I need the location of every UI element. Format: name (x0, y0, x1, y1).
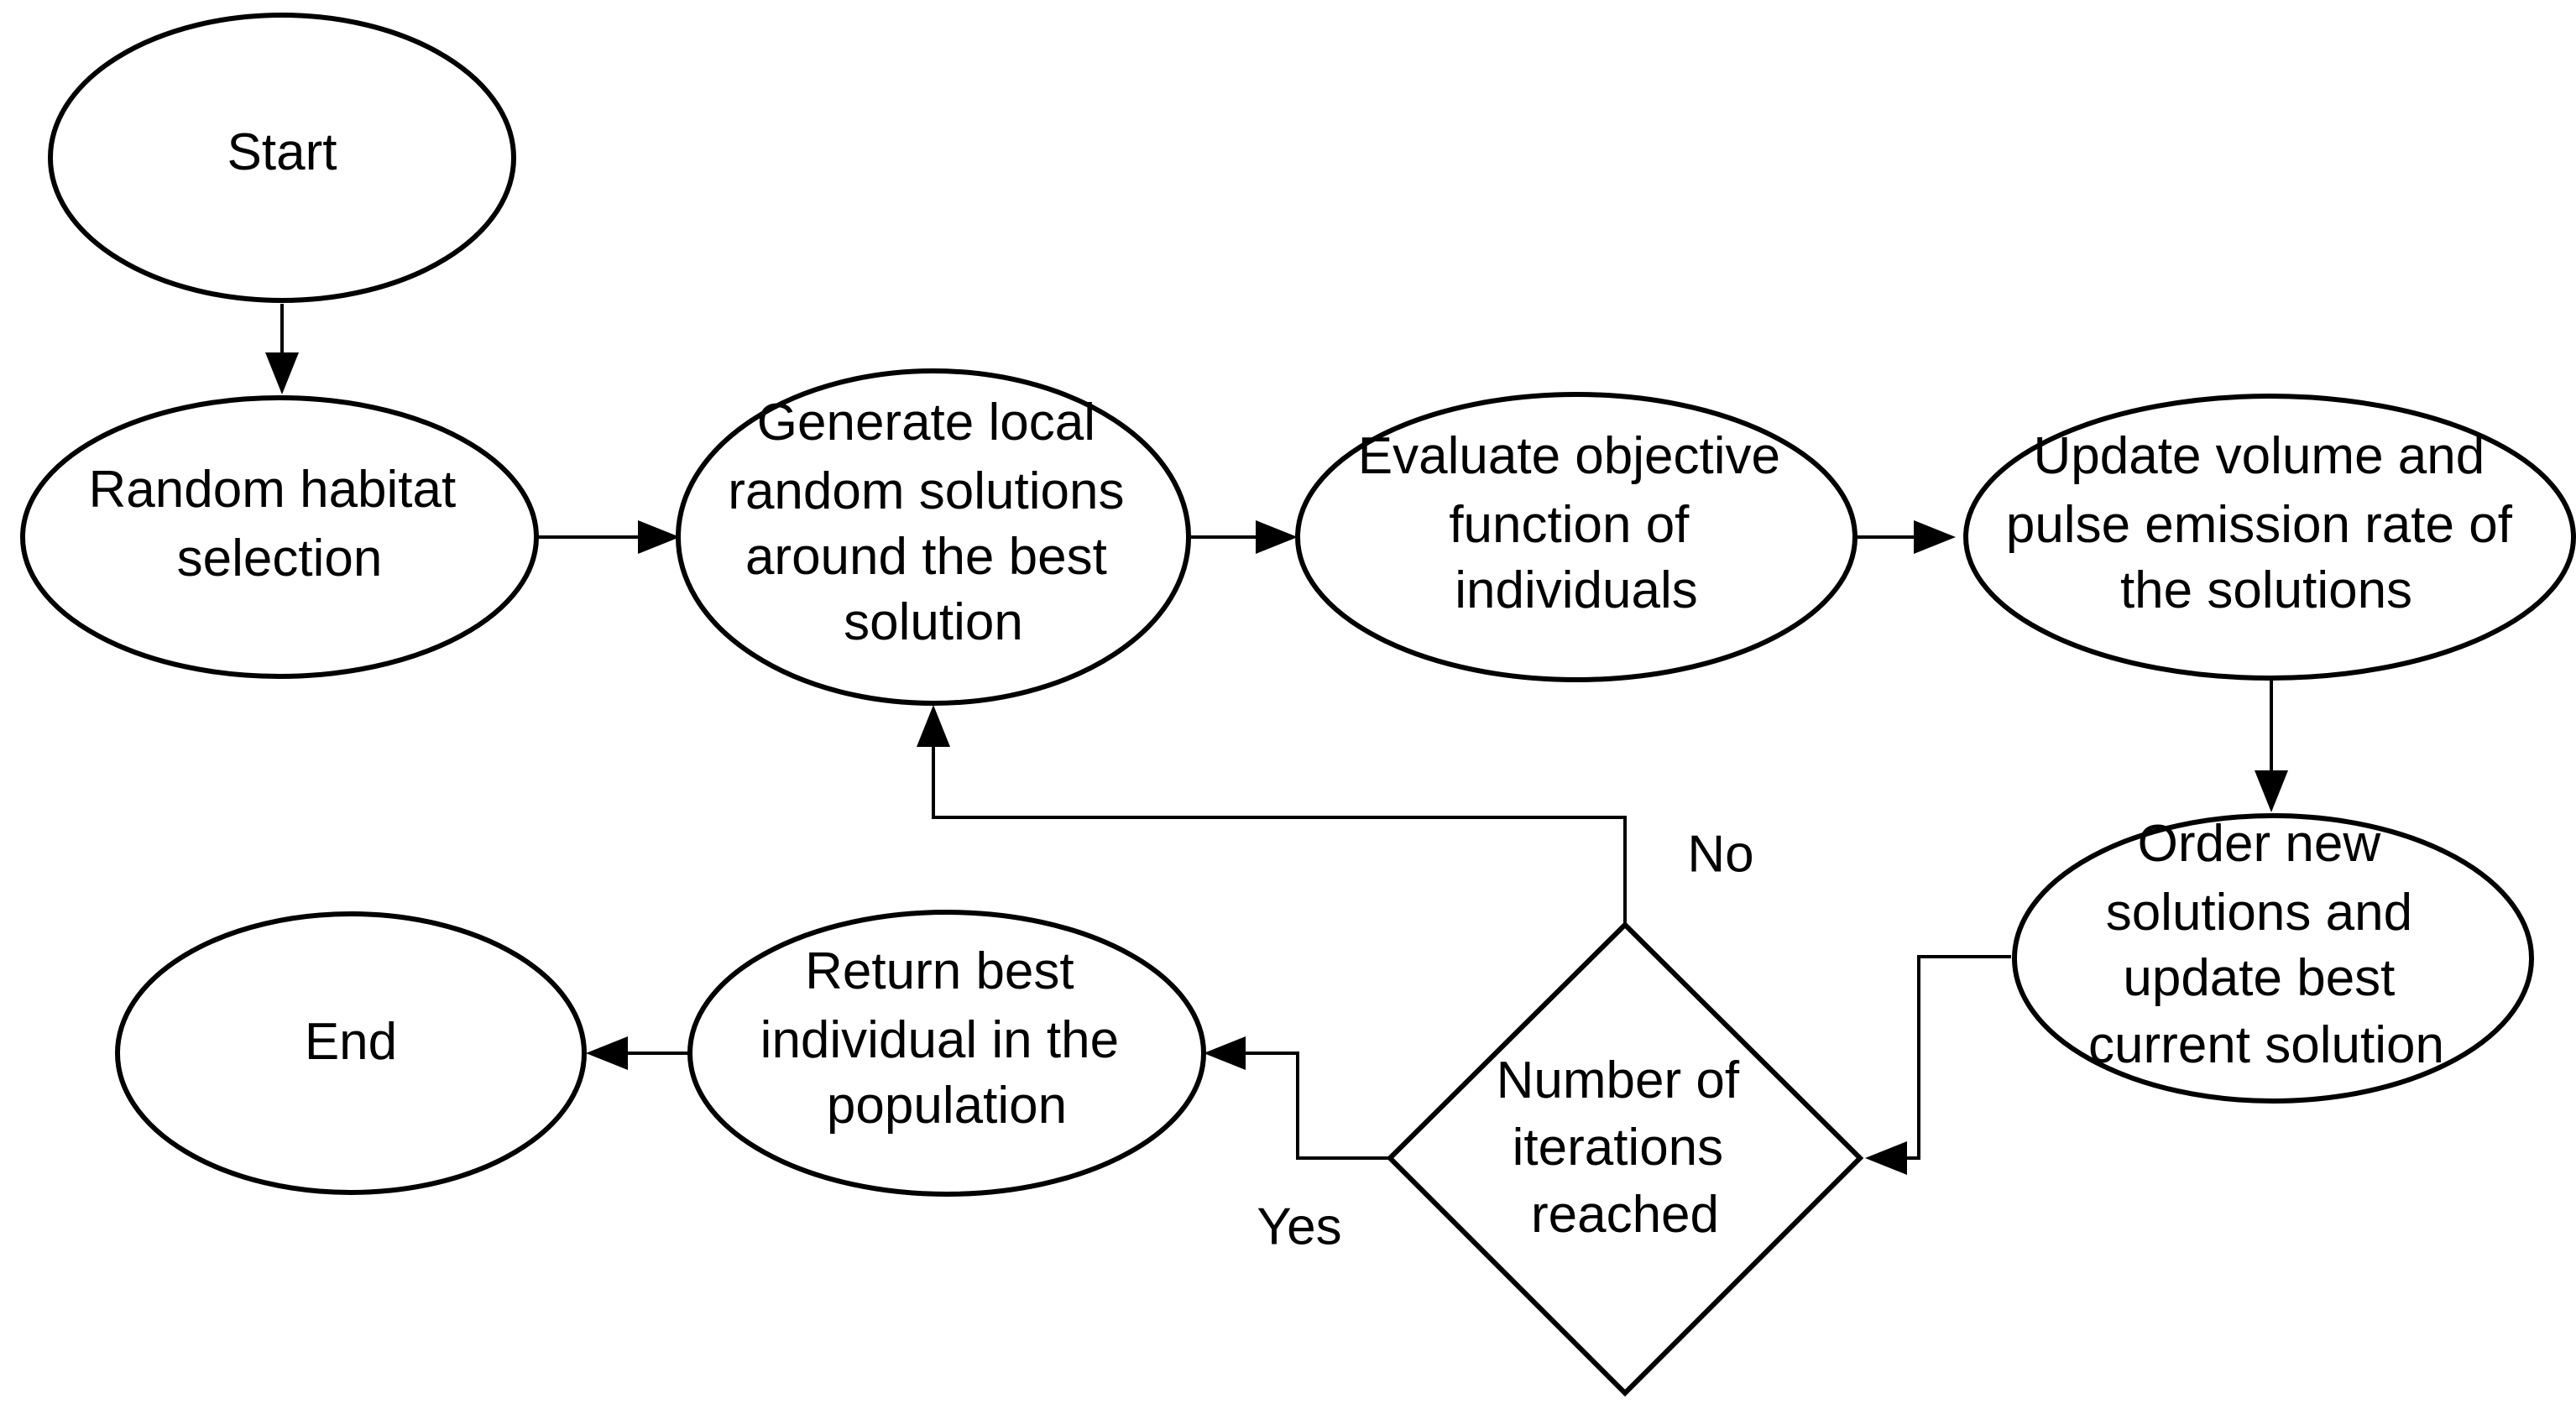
node-return-best-line-1: Return best (805, 942, 1074, 1000)
node-return-best-shape (687, 910, 1206, 1197)
node-decision-line-2: iterations (1513, 1119, 1724, 1177)
arrowhead-random-habitat-to-generate-local (638, 520, 680, 554)
node-update-volume-line-1: Update volume and (2034, 427, 2485, 485)
node-return-best-line-2: individual in the (760, 1011, 1119, 1069)
node-decision-label: Number of iterations reached (1497, 1052, 1754, 1244)
node-generate-local-line-1: Generate local (757, 394, 1095, 451)
node-end-line-1: End (305, 1013, 397, 1071)
node-start: Start (48, 13, 516, 303)
node-random-habitat-label: Random habitat selection (89, 461, 471, 587)
edge-labels-layer: No Yes (1257, 825, 1753, 1255)
arrowhead-order-new-to-decision (1865, 1141, 1907, 1175)
node-update-volume: Update volume and pulse emission rate of… (1963, 394, 2576, 681)
node-order-new-shape (2012, 813, 2534, 1104)
node-generate-local-line-4: solution (844, 593, 1023, 651)
edge-decision-to-return-best (1237, 1052, 1390, 1160)
node-decision-line-1: Number of (1497, 1052, 1740, 1109)
node-end-label: End (305, 1013, 397, 1071)
node-update-volume-line-3: the solutions (2120, 561, 2412, 619)
node-decision-shape (1386, 921, 1864, 1397)
node-update-volume-label: Update volume and pulse emission rate of… (2006, 427, 2526, 619)
node-return-best-line-3: population (827, 1077, 1067, 1135)
node-start-shape (48, 13, 516, 303)
node-update-volume-shape (1963, 394, 2576, 681)
node-generate-local-line-2: random solutions (728, 462, 1124, 520)
node-evaluate-line-2: function of (1449, 496, 1690, 554)
node-update-volume-line-2: pulse emission rate of (2006, 496, 2513, 554)
node-evaluate-line-3: individuals (1455, 561, 1698, 619)
node-order-new-line-1: Order new (2138, 815, 2381, 873)
node-evaluate: Evaluate objective function of individua… (1295, 392, 1858, 682)
edge-decision-to-generate-local (932, 738, 1627, 923)
node-end-shape (115, 911, 587, 1195)
arrowhead-decision-to-return-best (1204, 1036, 1246, 1070)
node-random-habitat: Random habitat selection (20, 395, 539, 679)
node-order-new-line-2: solutions and (2106, 884, 2412, 942)
node-order-new: Order new solutions and update best curr… (2012, 813, 2534, 1104)
arrowhead-update-volume-to-order-new (2255, 770, 2288, 812)
node-return-best-label: Return best individual in the population (760, 942, 1134, 1135)
node-return-best: Return best individual in the population (687, 910, 1206, 1197)
node-evaluate-label: Evaluate objective function of individua… (1358, 427, 1795, 619)
node-evaluate-line-1: Evaluate objective (1358, 427, 1780, 485)
edge-order-new-to-decision (1899, 955, 2011, 1160)
node-start-label: Start (227, 123, 337, 181)
node-decision-line-3: reached (1531, 1186, 1719, 1244)
arrowhead-generate-local-to-evaluate (1256, 520, 1298, 554)
node-generate-local-line-3: around the best (745, 528, 1107, 586)
node-generate-local-shape (676, 368, 1191, 706)
node-decision: Number of iterations reached (1386, 921, 1864, 1397)
node-end: End (115, 911, 587, 1195)
arrowhead-evaluate-to-update-volume (1914, 520, 1956, 554)
nodes-layer: Start Random habitat selection Generate … (20, 13, 2576, 1397)
edges-layer (265, 304, 2288, 1175)
node-order-new-line-3: update best (2123, 949, 2395, 1007)
node-order-new-line-4: current solution (2088, 1016, 2444, 1074)
node-evaluate-shape (1295, 392, 1858, 682)
node-order-new-label: Order new solutions and update best curr… (2088, 815, 2444, 1074)
node-random-habitat-shape (20, 395, 539, 679)
node-random-habitat-line-2: selection (177, 530, 383, 587)
arrowhead-start-to-random-habitat (265, 352, 299, 394)
edge-label-yes: Yes (1257, 1198, 1341, 1255)
node-start-line-1: Start (227, 123, 337, 181)
node-generate-local: Generate local random solutions around t… (676, 368, 1191, 706)
arrowhead-return-best-to-end (586, 1036, 628, 1070)
node-random-habitat-line-1: Random habitat (89, 461, 457, 519)
edge-label-no: No (1687, 825, 1753, 883)
arrowhead-decision-to-generate-local (917, 705, 950, 747)
node-generate-local-label: Generate local random solutions around t… (728, 394, 1138, 651)
